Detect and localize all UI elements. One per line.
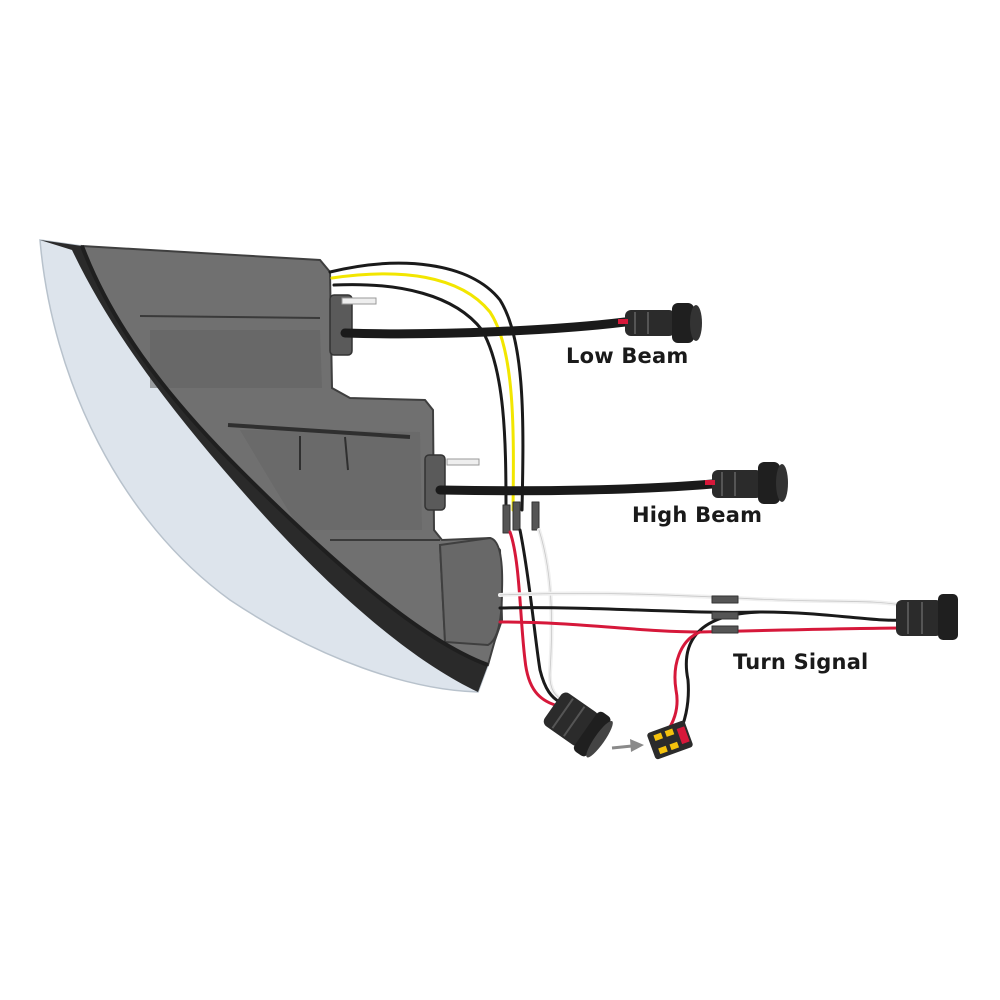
wire-white — [537, 528, 567, 702]
arrow-right-icon — [611, 739, 644, 752]
connector-flange — [758, 462, 780, 504]
connector-ring — [563, 706, 586, 737]
connector-wire-stub — [618, 319, 628, 324]
wire-yellow — [330, 272, 515, 512]
heat-shrink — [711, 595, 739, 604]
low-beam-label: Low Beam — [566, 344, 689, 368]
housing-line — [139, 315, 321, 319]
connector-icon — [896, 600, 942, 636]
bulb-tab — [446, 458, 480, 466]
connector-icon — [625, 310, 675, 336]
turn-signal-socket — [438, 536, 504, 647]
connector-face — [690, 305, 702, 341]
heat-shrink — [531, 501, 540, 531]
housing-line — [227, 423, 411, 439]
wire-black — [518, 528, 562, 704]
turn-signal-plug — [543, 692, 613, 758]
high-beam-label: High Beam — [632, 503, 763, 527]
headlight-rim — [40, 240, 488, 692]
low-beam-connector — [618, 303, 702, 343]
low-beam-bulb-holder — [329, 294, 353, 356]
heat-shrink — [502, 504, 511, 534]
turn-signal-connector — [896, 594, 958, 640]
wiring — [328, 261, 907, 737]
connector-face — [776, 464, 788, 502]
wire-white — [498, 591, 907, 608]
high-beam-bulb-holder — [424, 454, 446, 511]
connector-flange — [573, 711, 611, 757]
wire-red — [508, 530, 557, 707]
turn-signal-socket-connector — [647, 720, 693, 760]
headlight-rim-inner — [80, 245, 489, 667]
heat-shrink — [711, 611, 739, 620]
low-beam-cable — [340, 317, 630, 339]
connector-wire-stub — [705, 480, 715, 485]
high-beam-cable — [435, 479, 717, 496]
connector-icon — [712, 470, 762, 498]
connector-accent — [669, 741, 680, 751]
headlight-assembly — [39, 239, 504, 693]
housing-shade — [150, 330, 322, 388]
wire-red — [664, 630, 702, 735]
connector-flange — [672, 303, 694, 343]
wire-white-outline — [499, 592, 906, 607]
connector-accent — [653, 732, 663, 742]
connector-ring — [551, 698, 574, 729]
connector-flange — [938, 594, 958, 640]
housing-shade-lower — [240, 430, 422, 530]
connector-latch — [676, 726, 690, 745]
turn-signal-label: Turn Signal — [733, 650, 869, 674]
connector-accent — [664, 728, 675, 737]
wire-black — [498, 606, 907, 622]
heat-shrink — [512, 501, 521, 531]
wire-black — [328, 261, 525, 512]
bulb-tab — [341, 297, 377, 305]
wire-white-outline — [538, 529, 566, 701]
high-beam-connector — [705, 462, 788, 504]
connector-face — [586, 720, 613, 758]
housing-line — [344, 436, 349, 471]
heat-shrink — [711, 625, 739, 634]
connector-accent — [658, 745, 668, 755]
